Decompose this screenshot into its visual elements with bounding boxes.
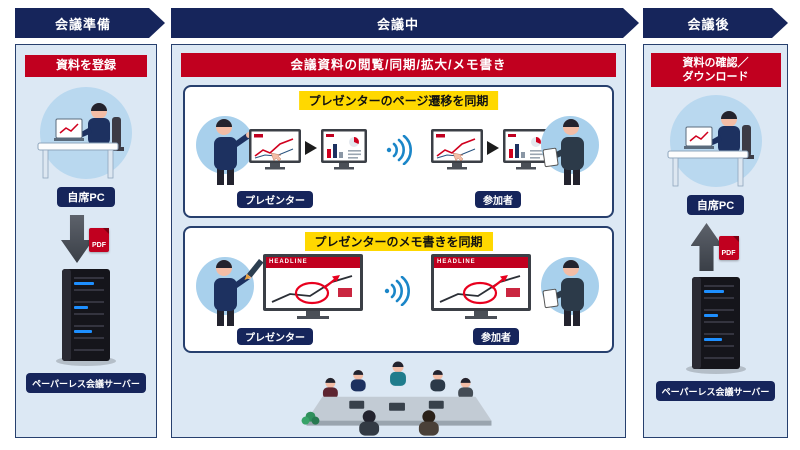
pdf-label: PDF [92, 242, 106, 249]
header-label-during: 会議中 [376, 16, 419, 32]
transition-arrow-icon [305, 140, 317, 155]
pdf-file-icon: PDF [89, 228, 109, 252]
presenter-annotated-screen: HEADLINE [263, 254, 363, 320]
screen-frame: HEADLINE [431, 254, 531, 312]
label-own-pc: 自席PC [686, 195, 745, 215]
pdf-label: PDF [721, 250, 736, 257]
header-arrow-after: 会議後 [643, 8, 788, 38]
banner-confirm-line1: 資料の確認／ [682, 56, 749, 69]
sync-memo-title: プレゼンターのメモ書きを同期 [304, 232, 493, 252]
server-illustration [685, 277, 746, 374]
server-illustration [56, 269, 116, 366]
label-paperless-server: ペーパーレス会議サーバー [655, 381, 776, 401]
banner-register-materials: 資料を登録 [25, 55, 147, 77]
label-participant: 参加者 [475, 191, 521, 209]
upload-arrow-icon [690, 223, 723, 271]
panel-after-meeting: 資料の確認／ ダウンロード 自席PC PDF ペーパーレス会議サーバー [643, 44, 788, 438]
label-own-pc: 自席PC [57, 187, 115, 207]
banner-confirm-line2: ダウンロード [682, 71, 749, 83]
annotated-chart [266, 268, 360, 309]
presenter-screen-page1 [249, 128, 301, 171]
label-paperless-server: ペーパーレス会議サーバー [26, 373, 146, 393]
sync-page-transition-box: プレゼンターのページ遷移を同期 プレゼンター 参加者 [183, 84, 614, 219]
sync-memo-box: プレゼンターのメモ書きを同期 HEADLINE [183, 226, 614, 354]
sync-signal-icon [383, 276, 410, 307]
screen-stand [306, 311, 320, 317]
screen-base [297, 316, 329, 320]
header-label-after: 会議後 [687, 16, 730, 32]
download-from-server-group: PDF [689, 223, 743, 271]
screen-headline-text: HEADLINE [266, 257, 360, 269]
label-participant: 参加者 [473, 328, 519, 346]
banner-meeting-functions: 会議資料の閲覧/同期/拡大/メモ書き [181, 53, 616, 77]
header-label-preparation: 会議準備 [54, 16, 111, 32]
panel-preparation: 資料を登録 自席PC PDF ペーパーレス会議サーバー [15, 44, 157, 438]
person-at-desk-illustration [37, 86, 133, 180]
screen-frame: HEADLINE [263, 254, 363, 312]
pdf-file-icon: PDF [718, 236, 739, 260]
annotated-chart [434, 268, 528, 309]
upload-to-server-group: PDF [59, 215, 113, 263]
presenter-screen-page2 [321, 128, 367, 170]
transition-arrow-icon [487, 140, 499, 155]
participant-annotated-screen: HEADLINE [431, 254, 531, 320]
label-presenter: プレゼンター [237, 328, 313, 346]
banner-confirm-download: 資料の確認／ ダウンロード [650, 53, 781, 87]
screen-base [465, 316, 497, 320]
person-at-desk-illustration [666, 94, 763, 188]
participant-illustration [540, 115, 600, 186]
sync-page-title: プレゼンターのページ遷移を同期 [298, 90, 499, 110]
sync-signal-icon [385, 134, 412, 165]
header-arrow-preparation: 会議準備 [15, 8, 165, 38]
screen-headline-text: HEADLINE [434, 257, 528, 269]
panel-during-meeting: 会議資料の閲覧/同期/拡大/メモ書き プレゼンターのページ遷移を同期 プレゼンタ… [171, 44, 626, 438]
participant-screen-page1 [431, 128, 483, 171]
header-arrow-during: 会議中 [171, 8, 639, 38]
participant-illustration [540, 256, 600, 327]
meeting-room-illustration [301, 361, 491, 436]
presenter-illustration [196, 115, 254, 185]
label-presenter: プレゼンター [237, 191, 313, 209]
screen-stand [474, 311, 488, 317]
